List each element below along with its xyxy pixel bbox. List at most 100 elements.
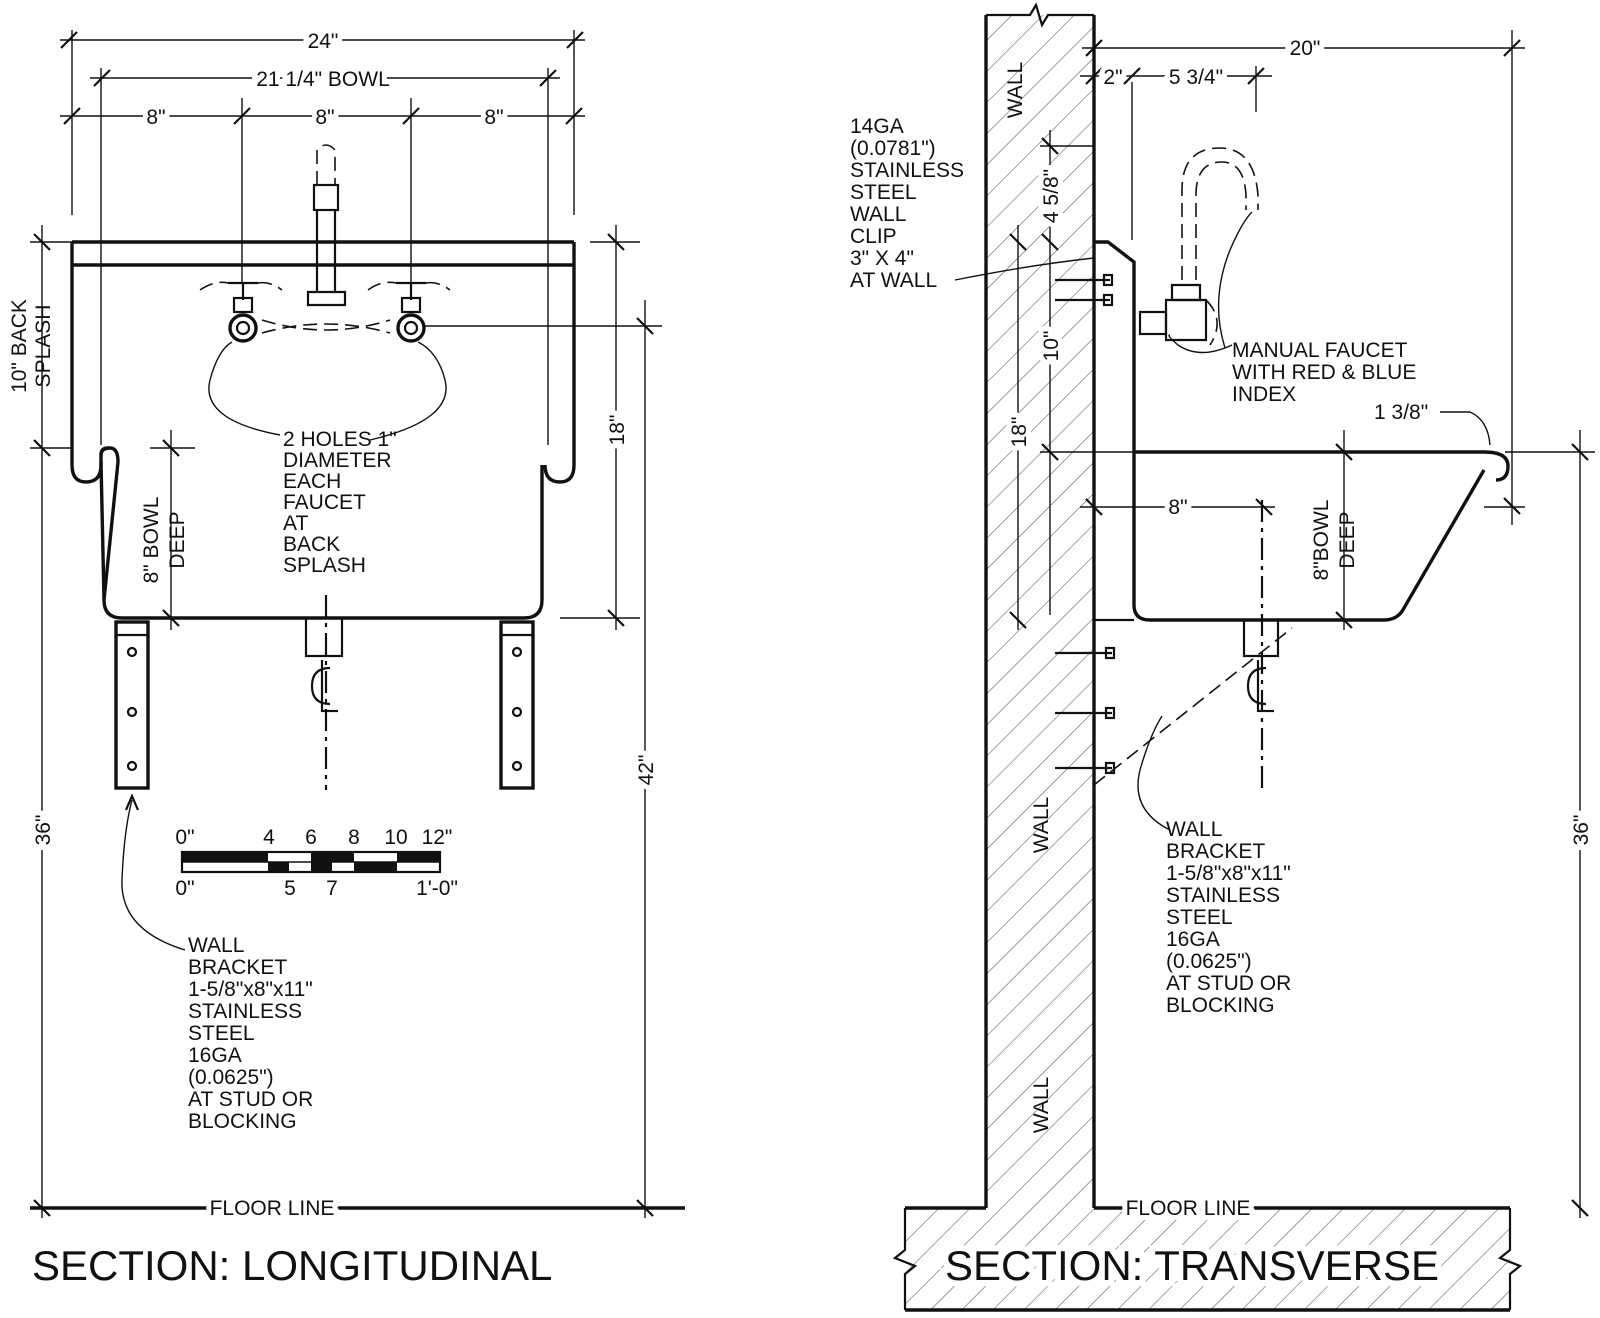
bracket-note-line: (0.0625") [188, 1066, 274, 1089]
scale-bottom-label: 1'-0" [416, 877, 458, 900]
side-dimensions-longitudinal [30, 225, 654, 1218]
top-dimensions-transverse [1009, 30, 1595, 1218]
dim-depth-20: 20" [1290, 37, 1321, 60]
longitudinal-section: 24" 21 1/4" BOWL 8" 8" 8" [8, 25, 685, 1289]
dim-2: 2" [1103, 66, 1122, 89]
dim-36-transverse: 36" [1570, 815, 1593, 846]
dim-left-spacing: 8" [146, 106, 165, 129]
bracket-note-line: 1-5/8"x8"x11" [1166, 862, 1291, 885]
bracket-note-line: STAINLESS [1166, 884, 1280, 907]
bracket-note-line: 1-5/8"x8"x11" [188, 978, 313, 1001]
top-dimensions [60, 30, 585, 445]
dim-height-18: 18" [606, 415, 629, 446]
dim-back-splash-line2: SPLASH [32, 305, 55, 388]
dim-5-3-4: 5 3/4" [1169, 66, 1223, 89]
drain-longitudinal [304, 595, 344, 790]
holes-note-line: BACK [283, 533, 340, 556]
dim-10: 10" [1040, 331, 1063, 362]
bracket-note-longitudinal: WALL BRACKET 1-5/8"x8"x11" STAINLESS STE… [188, 934, 313, 1133]
clip-note-line: AT WALL [850, 269, 937, 292]
holes-note-line: 2 HOLES 1" [283, 428, 397, 451]
dim-bowl-deep-line1: 8" BOWL [140, 497, 163, 584]
clip-note-line: 3" X 4" [850, 247, 914, 270]
bracket-leader-longitudinal [121, 799, 186, 951]
bracket-note-line: STEEL [1166, 906, 1233, 929]
scale-top-label: 6 [305, 826, 317, 849]
bracket-note-line: BLOCKING [1166, 994, 1275, 1017]
faucet-leader-spout [1217, 211, 1253, 349]
faucet-longitudinal [199, 144, 662, 343]
clip-note-line: 14GA [850, 115, 904, 138]
scale-bottom-label: 0" [175, 877, 194, 900]
holes-note-line: EACH [283, 470, 341, 493]
dim-overall-width: 24" [308, 30, 339, 53]
clip-leader [954, 257, 1095, 281]
sink-body-transverse [1094, 240, 1510, 622]
dim-bowl-deep-transverse-line2: DEEP [1336, 511, 1359, 568]
dim-18: 18" [1008, 417, 1031, 448]
dim-bowl-deep-line2: DEEP [166, 511, 189, 568]
holes-note-line: FAUCET [283, 491, 366, 514]
scale-top-label: 0" [175, 826, 194, 849]
scale-top-label: 8 [348, 826, 360, 849]
bracket-note-line: AT STUD OR [188, 1088, 313, 1111]
bracket-leader-arrow [124, 793, 140, 811]
section-title-longitudinal: SECTION: LONGITUDINAL [32, 1242, 552, 1289]
dim-8: 8" [1168, 496, 1187, 519]
dim-4-5-8: 4 5/8" [1040, 169, 1063, 223]
floor-line-label-longitudinal: FLOOR LINE [210, 1197, 335, 1220]
floor-line-label-transverse: FLOOR LINE [1126, 1197, 1251, 1220]
bracket-note-line: STAINLESS [188, 1000, 302, 1023]
bracket-note-line: (0.0625") [1166, 950, 1252, 973]
faucet-note-line: MANUAL FAUCET [1232, 339, 1408, 362]
scale-top-label: 10 [384, 826, 407, 849]
holes-note-line: AT [283, 512, 308, 535]
scale-top-label: 12" [422, 826, 453, 849]
faucet-leader [1168, 334, 1233, 354]
dim-right-spacing: 8" [484, 106, 503, 129]
bracket-leader-transverse [1137, 715, 1171, 831]
bracket-note-line: WALL [188, 934, 244, 957]
dim-height-42: 42" [635, 755, 658, 786]
dim-bowl-width: 21 1/4" BOWL [256, 68, 390, 91]
holes-leader-lines [208, 341, 447, 441]
scale-bottom-label: 5 [284, 877, 296, 900]
drain-transverse [1242, 500, 1280, 790]
holes-note-line: DIAMETER [283, 449, 392, 472]
clip-note-line: STAINLESS [850, 159, 964, 182]
wall-label-bottom: WALL [1030, 1077, 1053, 1133]
clip-note-line: CLIP [850, 225, 897, 248]
transverse-section: WALL WALL WALL [850, 2, 1598, 1312]
wall-hatched [892, 2, 1523, 1312]
dim-center-spacing: 8" [315, 106, 334, 129]
wall-label-top: WALL [1004, 62, 1027, 118]
clip-note-line: STEEL [850, 181, 917, 204]
clip-note: 14GA (0.0781") STAINLESS STEEL WALL CLIP… [850, 115, 964, 292]
bracket-note-line: 16GA [188, 1044, 242, 1067]
dim-back-splash-line1: 10" BACK [8, 299, 31, 393]
section-title-transverse: SECTION: TRANSVERSE [945, 1242, 1439, 1289]
faucet-note-line: WITH RED & BLUE [1232, 361, 1416, 384]
faucet-transverse [1131, 82, 1259, 346]
faucet-note: MANUAL FAUCET WITH RED & BLUE INDEX [1232, 339, 1416, 406]
holes-note-line: SPLASH [283, 554, 366, 577]
bracket-note-line: WALL [1166, 818, 1222, 841]
scale-top-label: 4 [263, 826, 275, 849]
dim-height-36: 36" [32, 815, 55, 846]
bracket-note-line: BRACKET [188, 956, 287, 979]
bracket-note-line: BRACKET [1166, 840, 1265, 863]
faucet-note-line: INDEX [1232, 383, 1296, 406]
clip-screws [1055, 273, 1114, 307]
holes-note: 2 HOLES 1" DIAMETER EACH FAUCET AT BACK … [283, 428, 397, 577]
bracket-note-line: AT STUD OR [1166, 972, 1291, 995]
scale-bar: 0" 4 6 8 10 12" 0" 5 7 1'-0" [175, 826, 457, 900]
wall-label-middle: WALL [1030, 797, 1053, 853]
bracket-note-line: BLOCKING [188, 1110, 297, 1133]
bracket-note-transverse: WALL BRACKET 1-5/8"x8"x11" STAINLESS STE… [1166, 818, 1291, 1017]
clip-note-line: WALL [850, 203, 906, 226]
sink-body-longitudinal [70, 240, 576, 620]
dim-bowl-deep-transverse-line1: 8"BOWL [1310, 500, 1333, 581]
bracket-note-line: 16GA [1166, 928, 1220, 951]
dim-1-3-8: 1 3/8" [1374, 401, 1428, 424]
